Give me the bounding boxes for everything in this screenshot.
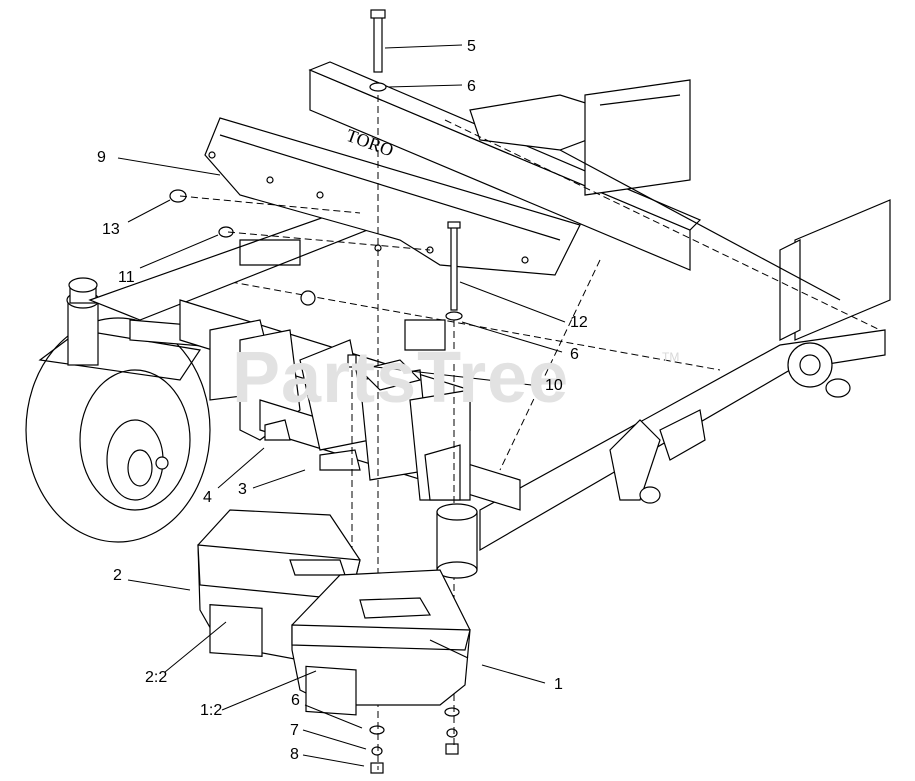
- hanger-tube: [436, 503, 478, 579]
- callout-8: 8: [290, 746, 299, 763]
- weight-1: [291, 569, 471, 716]
- callout-13: 13: [102, 221, 120, 238]
- callout-11: 11: [118, 269, 135, 286]
- callout-4: 4: [203, 489, 212, 506]
- callout-12: 12: [570, 314, 588, 331]
- callout-3: 3: [238, 481, 247, 498]
- callout-2-2: 2:2: [145, 669, 168, 686]
- frame-rear: TORO: [219, 61, 891, 552]
- callout-1: 1: [554, 676, 563, 693]
- callout-6-top: 6: [467, 78, 476, 95]
- watermark: PartsTree: [232, 338, 570, 418]
- callout-2: 2: [113, 567, 122, 584]
- callout-1-2: 1:2: [200, 702, 223, 719]
- watermark-tm: TM: [662, 350, 680, 364]
- callout-5: 5: [467, 38, 476, 55]
- callout-7: 7: [290, 722, 299, 739]
- callout-6-mid: 6: [570, 346, 579, 363]
- callout-9: 9: [97, 149, 106, 166]
- leader-lines: [117, 44, 566, 767]
- caster-wheel: [25, 277, 211, 543]
- callout-10: 10: [545, 377, 563, 394]
- callout-6-bottom: 6: [291, 692, 300, 709]
